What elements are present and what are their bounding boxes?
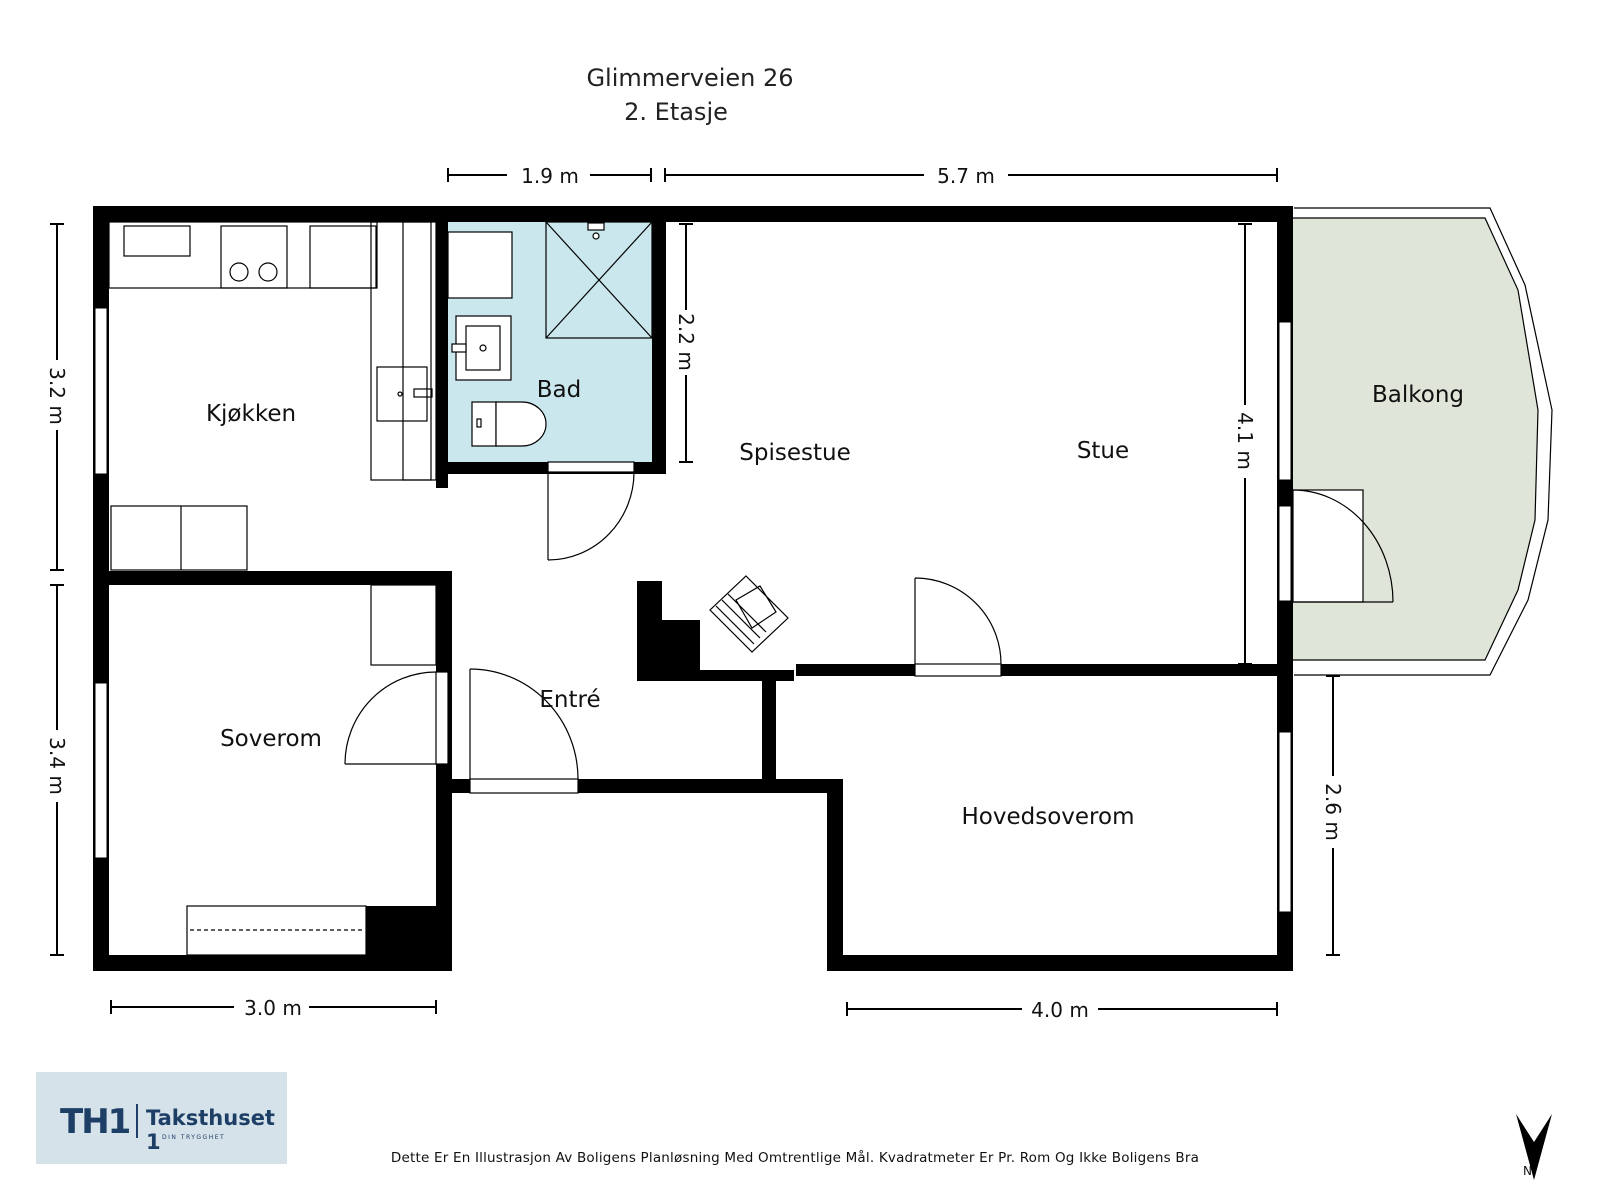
dim-right-lower: 2.6 m (1321, 783, 1345, 841)
room-label-soverom: Soverom (220, 726, 322, 752)
dim-bottom-left: 3.0 m (244, 996, 302, 1020)
room-label-stue: Stue (1077, 438, 1129, 464)
balcony-rail (1294, 207, 1553, 676)
logo-tagline: DIN TRYGGHET (162, 1134, 226, 1141)
dim-stue-height: 4.1 m (1233, 412, 1257, 470)
room-label-spisestue: Spisestue (739, 440, 850, 466)
doors (344, 461, 1394, 794)
logo-name: Taksthuset 1 (146, 1106, 275, 1154)
floorplan-address: Glimmerveien 26 (586, 64, 794, 92)
dim-top-left: 1.9 m (521, 164, 579, 188)
logo-separator (136, 1104, 138, 1138)
dim-bottom-right: 4.0 m (1031, 998, 1089, 1022)
dimension-lines (50, 168, 1340, 1016)
compass-label: N (1523, 1164, 1532, 1178)
room-label-bad: Bad (537, 377, 581, 403)
room-label-balkong: Balkong (1372, 382, 1464, 408)
floorplan-floor: 2. Etasje (624, 98, 728, 126)
dim-top-right: 5.7 m (937, 164, 995, 188)
soverom-furniture (186, 584, 437, 956)
dim-left-upper: 3.2 m (45, 367, 69, 425)
room-label-kjokken: Kjøkken (206, 401, 296, 427)
room-label-entre: Entré (539, 687, 600, 713)
room-label-hovedsoverom: Hovedsoverom (962, 804, 1135, 830)
windows (94, 307, 1292, 913)
disclaimer-text: Dette Er En Illustrasjon Av Boligens Pla… (390, 1150, 1200, 1166)
dim-left-lower: 3.4 m (45, 737, 69, 795)
company-logo: TH1 Taksthuset 1 DIN TRYGGHET (36, 1072, 287, 1164)
north-arrow-icon (1516, 1114, 1552, 1180)
bathroom-fixtures (447, 221, 653, 447)
logo-mark: TH1 (60, 1102, 131, 1142)
dim-bad-height: 2.2 m (674, 313, 698, 371)
fireplace-symbol (709, 575, 789, 653)
kitchen-fixtures (108, 221, 437, 571)
